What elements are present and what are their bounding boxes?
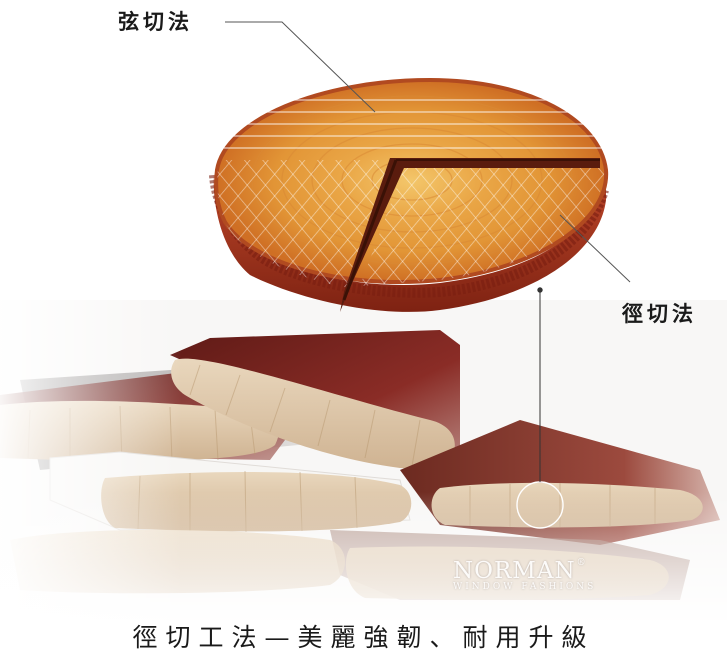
norman-logo: NORMAN® WINDOW FASHIONS: [453, 558, 633, 592]
callout-tangential: [225, 21, 376, 113]
tangential-cut-lines: [224, 99, 603, 149]
callout-radial: [559, 214, 631, 283]
label-radial-cut: 徑切法: [622, 301, 697, 326]
logo-brand: NORMAN®: [453, 558, 587, 584]
caption: 徑切工法—美麗強韌、耐用升級: [132, 623, 595, 652]
label-tangential-cut: 弦切法: [118, 9, 193, 34]
log-cross-section: [209, 77, 609, 312]
logo-subline: WINDOW FASHIONS: [453, 582, 597, 592]
callout-slat: [537, 287, 543, 482]
